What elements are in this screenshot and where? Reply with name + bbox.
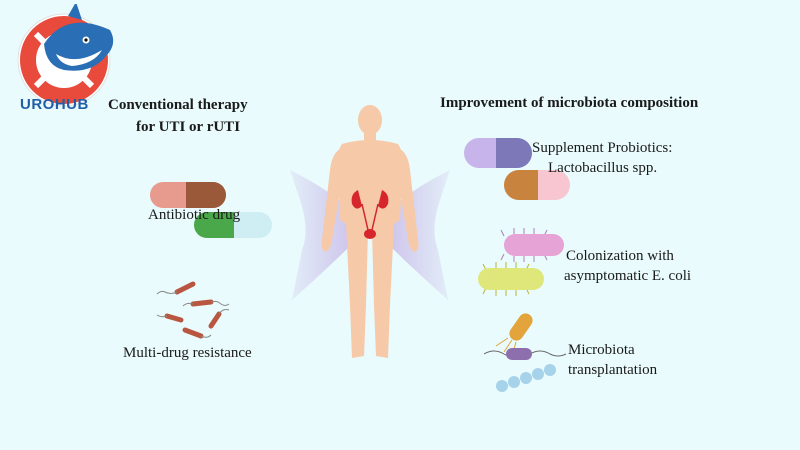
capsule-icon <box>464 138 570 200</box>
antibiotic-label: Antibiotic drug <box>148 207 241 223</box>
left-heading: Conventional therapy for UTI or rUTI <box>108 94 308 138</box>
multidrug-label: Multi-drug resistance <box>123 345 252 361</box>
human-body-figure <box>290 105 450 358</box>
ecoli-label-line1: Colonization with <box>566 248 674 264</box>
transplant-label-line1: Microbiota <box>568 342 635 358</box>
left-heading-line2: for UTI or rUTI <box>136 119 241 135</box>
capsule-icon <box>150 182 272 238</box>
right-heading: Improvement of microbiota composition <box>440 95 699 111</box>
bacteria-icon <box>478 228 564 296</box>
transplant-label: Microbiota transplantation <box>568 340 657 380</box>
ecoli-label-line2: asymptomatic E. coli <box>564 268 692 284</box>
logo-text: UROHUB <box>20 96 89 113</box>
transplant-label-line2: transplantation <box>568 362 658 378</box>
microbe-icon <box>484 313 567 392</box>
wave-left <box>290 170 355 300</box>
bacteria-icon <box>156 281 230 339</box>
left-heading-line1: Conventional therapy <box>108 97 248 113</box>
urohub-logo <box>17 4 114 107</box>
probiotics-label-line1: Supplement Probiotics: <box>532 140 673 156</box>
probiotics-label-line2: Lactobacillus spp. <box>548 160 658 176</box>
probiotics-label: Supplement Probiotics: Lactobacillus spp… <box>532 138 672 178</box>
wave-right <box>385 170 450 300</box>
ecoli-label: Colonization with asymptomatic E. coli <box>564 246 692 286</box>
kidney-icon <box>351 190 389 239</box>
